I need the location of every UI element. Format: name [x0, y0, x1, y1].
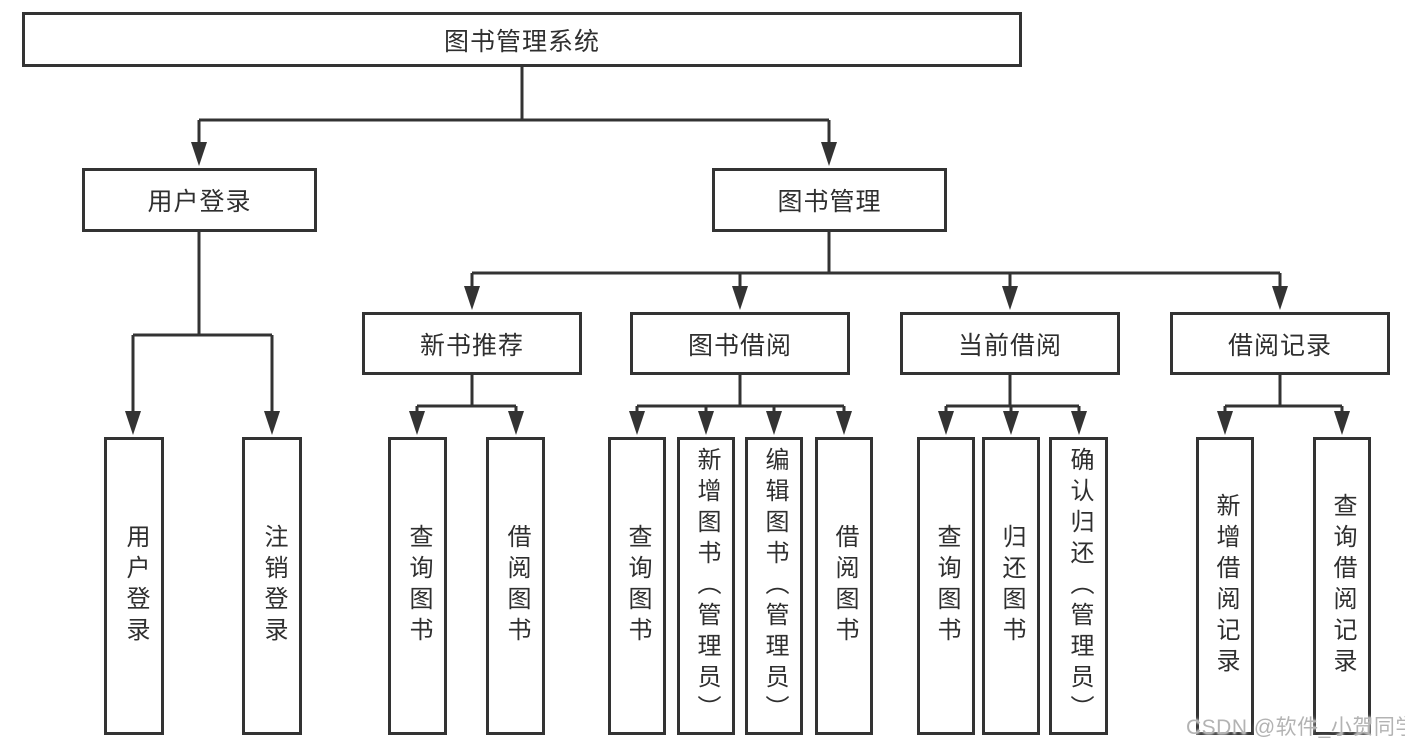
leaf-confirm-return-admin: 确认归还（管理员） [1049, 437, 1108, 735]
leaf-add-book-admin: 新增图书（管理员） [677, 437, 735, 735]
node-book-management: 图书管理 [712, 168, 947, 232]
leaf-query-books-current: 查询图书 [917, 437, 975, 735]
leaf-add-borrow-record: 新增借阅记录 [1196, 437, 1254, 735]
leaf-query-books-borrow: 查询图书 [608, 437, 666, 735]
leaf-query-borrow-record: 查询借阅记录 [1313, 437, 1371, 735]
arrowheads [125, 142, 1350, 435]
leaf-user-login: 用户登录 [104, 437, 164, 735]
node-current-borrowing: 当前借阅 [900, 312, 1120, 375]
csdn-watermark: CSDN @软件_小贺同学 [1186, 716, 1405, 739]
node-book-borrowing: 图书借阅 [630, 312, 850, 375]
leaf-logout: 注销登录 [242, 437, 302, 735]
connector-lines [131, 67, 1344, 415]
node-new-book-recommend: 新书推荐 [362, 312, 582, 375]
leaf-borrow-books: 借阅图书 [815, 437, 873, 735]
node-library-system: 图书管理系统 [22, 12, 1022, 67]
node-borrowing-records: 借阅记录 [1170, 312, 1390, 375]
leaf-query-books-recommend: 查询图书 [388, 437, 447, 735]
node-user-login: 用户登录 [82, 168, 317, 232]
leaf-borrow-books-recommend: 借阅图书 [486, 437, 545, 735]
leaf-return-book: 归还图书 [982, 437, 1040, 735]
leaf-edit-book-admin: 编辑图书（管理员） [745, 437, 803, 735]
